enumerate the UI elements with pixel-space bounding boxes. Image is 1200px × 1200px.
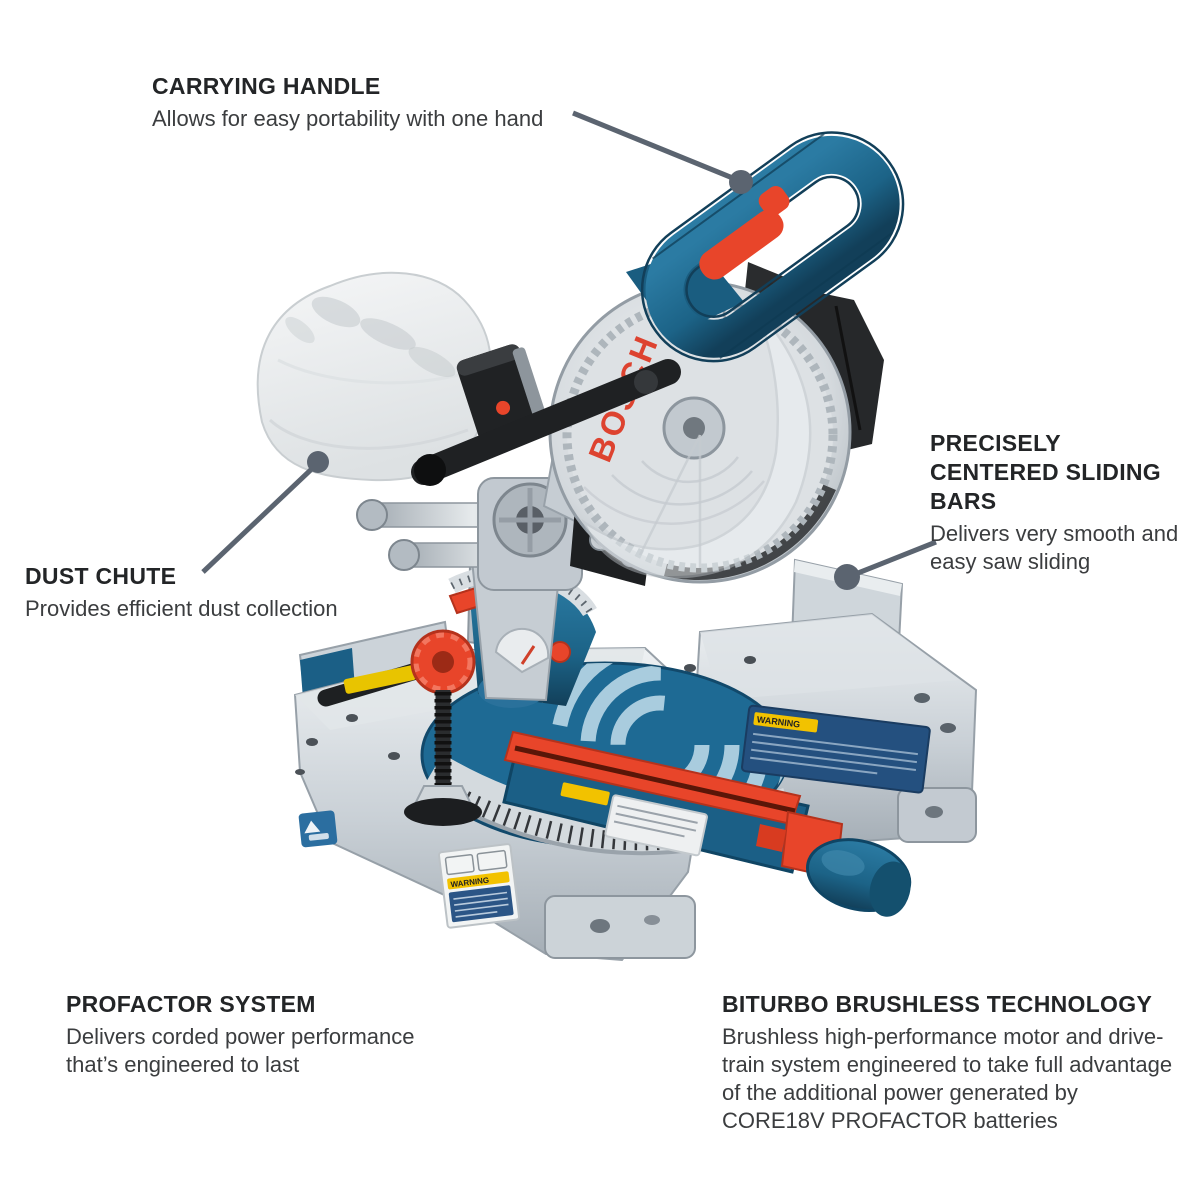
callout-biturbo: BITURBO BRUSHLESS TECHNOLOGY Brushless h…: [722, 990, 1174, 1135]
leader-dot-carrying-handle: [729, 170, 753, 194]
callout-title: DUST CHUTE: [25, 563, 177, 589]
callout-title: BITURBO BRUSHLESS TECHNOLOGY: [722, 991, 1153, 1017]
clamp-knob: [404, 629, 482, 826]
leader-sliding-bars: [847, 539, 937, 580]
handlebar: [411, 359, 681, 486]
leader-carrying-handle: [572, 110, 741, 184]
callout-title: PROFACTOR SYSTEM: [66, 991, 316, 1017]
trigger-lock: [699, 209, 784, 280]
dust-chute-part: [456, 344, 546, 442]
callout-sliding-bars: PRECISELY CENTERED SLIDING BARS Delivers…: [930, 429, 1192, 576]
callout-carrying-handle: CARRYING HANDLE Allows for easy portabil…: [152, 72, 622, 133]
leader-dot-dust-chute: [307, 451, 329, 473]
saw-blade-assembly: BOSCH: [548, 280, 852, 584]
support-arm: [470, 558, 562, 702]
leader-dust-chute: [201, 461, 320, 574]
callout-title: CARRYING HANDLE: [152, 73, 381, 99]
dust-bag: [256, 271, 492, 482]
callout-body: Provides efficient dust collection: [25, 596, 338, 621]
warning-label-left: WARNING: [437, 843, 521, 929]
callout-body: Brushless high-performance motor and dri…: [722, 1024, 1173, 1133]
clear-blade-guard: [581, 307, 812, 579]
miter-lock-knob: [805, 838, 912, 917]
callout-body: Allows for easy portability with one han…: [152, 106, 544, 131]
callout-profactor: PROFACTOR SYSTEM Delivers corded power p…: [66, 990, 436, 1079]
callout-dust-chute: DUST CHUTE Provides efficient dust colle…: [25, 562, 385, 623]
carrying-handle-part: [626, 131, 905, 363]
callout-body: Delivers corded power performance that’s…: [66, 1024, 415, 1077]
warning-label-right: WARNING: [740, 704, 931, 794]
callout-title: PRECISELY CENTERED SLIDING BARS: [930, 430, 1161, 514]
eco-label: [298, 810, 338, 848]
slide-arm: [502, 730, 912, 917]
leader-dot-sliding-bars: [834, 564, 860, 590]
callout-body: Delivers very smooth and easy saw slidin…: [930, 521, 1179, 574]
